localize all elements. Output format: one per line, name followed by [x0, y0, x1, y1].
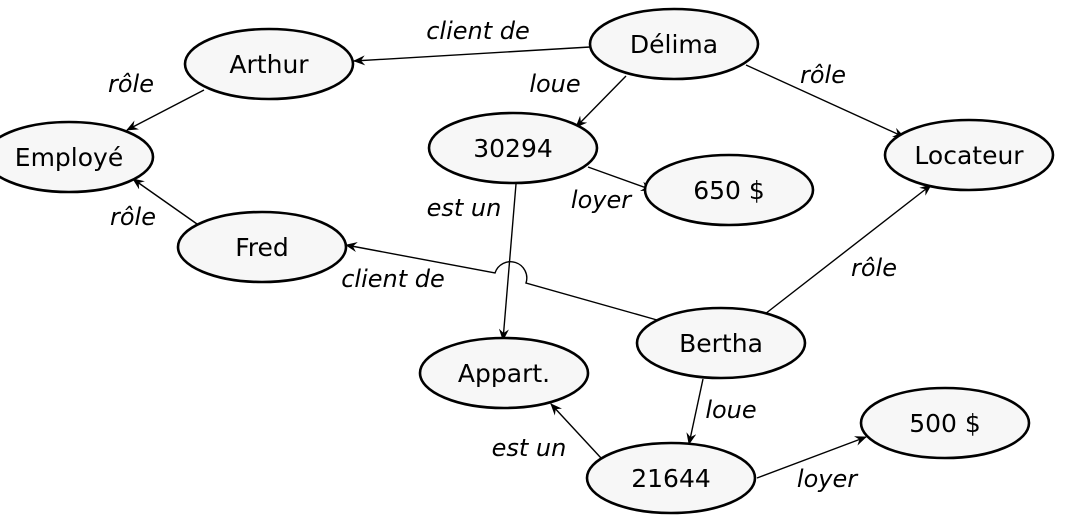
node-label-arthur: Arthur: [229, 50, 309, 79]
node-delima: Délima: [588, 7, 760, 81]
edge-labels: client de rôle loue rôle rôle est un loy…: [108, 17, 897, 493]
edge-21644-appart: [550, 403, 602, 459]
edge-label-21644-appart: est un: [492, 434, 567, 462]
node-label-bertha: Bertha: [679, 329, 763, 358]
node-650: 650 $: [643, 153, 815, 227]
node-label-appart: Appart.: [458, 359, 550, 388]
edge-label-delima-locateur: rôle: [800, 61, 846, 89]
node-employe: Employé: [0, 120, 155, 194]
node-label-30294: 30294: [473, 134, 553, 163]
node-label-21644: 21644: [631, 464, 711, 493]
edge-arthur-employe: [126, 89, 205, 131]
edge-bertha-fred: [345, 242, 658, 321]
edge-label-fred-employe: rôle: [110, 203, 156, 231]
edge-30294-loyer: [587, 166, 653, 191]
node-arthur: Arthur: [183, 27, 355, 101]
edge-bertha-21644: [686, 378, 704, 445]
edge-label-arthur-employe: rôle: [108, 70, 154, 98]
edge-delima-30294: [575, 75, 627, 128]
node-500: 500 $: [859, 386, 1031, 460]
edge-label-bertha-21644: loue: [705, 396, 756, 424]
edge-label-delima-30294: loue: [529, 70, 580, 98]
node-locateur: Locateur: [883, 118, 1055, 192]
node-label-fred: Fred: [235, 233, 289, 262]
node-21644: 21644: [585, 441, 757, 515]
edge-bertha-locateur: [764, 184, 932, 315]
edges: [126, 46, 932, 479]
edge-label-delima-arthur: client de: [426, 17, 530, 45]
edge-label-21644-loyer: loyer: [797, 465, 859, 493]
node-label-locateur: Locateur: [914, 141, 1024, 170]
nodes: Arthur Délima Employé 30294 650 $ Locate…: [0, 7, 1055, 515]
edge-label-bertha-locateur: rôle: [851, 254, 897, 282]
edge-label-bertha-fred: client de: [341, 265, 445, 293]
edge-label-30294-loyer: loyer: [571, 186, 633, 214]
node-appart: Appart.: [418, 336, 590, 410]
node-30294: 30294: [427, 111, 599, 185]
node-label-delima: Délima: [630, 30, 718, 59]
node-label-500: 500 $: [909, 409, 981, 438]
node-label-employe: Employé: [15, 143, 123, 172]
edge-21644-loyer: [756, 436, 867, 479]
edge-delima-locateur: [745, 64, 905, 138]
edge-fred-employe: [132, 178, 198, 225]
edge-label-30294-appart: est un: [427, 194, 502, 222]
edge-delima-arthur: [353, 46, 591, 66]
node-bertha: Bertha: [635, 306, 807, 380]
node-fred: Fred: [176, 210, 348, 284]
node-label-650: 650 $: [693, 176, 765, 205]
